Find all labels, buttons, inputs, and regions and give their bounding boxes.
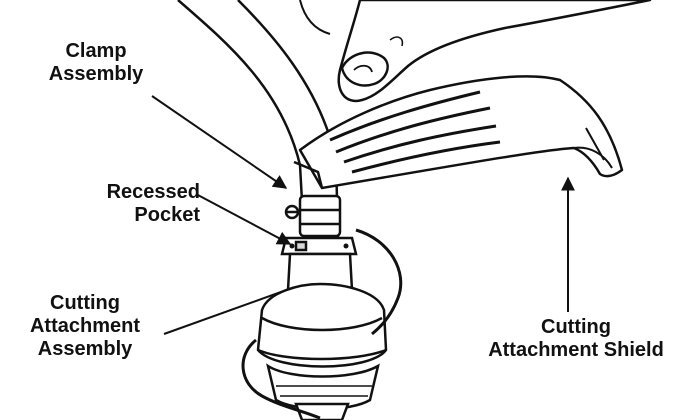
- label-line: Clamp: [65, 40, 127, 62]
- label-line: Assembly: [37, 338, 133, 360]
- label-line: Pocket: [134, 204, 200, 226]
- shield: [293, 75, 624, 190]
- clamp: [284, 194, 342, 238]
- label-clamp-assembly: Clamp Assembly: [26, 40, 166, 86]
- leader-recessed-pocket: [195, 193, 292, 245]
- cutting-head: [241, 228, 403, 420]
- leader-clamp-assembly: [151, 95, 288, 189]
- label-line: Cutting: [541, 316, 611, 338]
- hand: [299, 0, 652, 103]
- label-recessed-pocket: Recessed Pocket: [40, 181, 200, 227]
- label-cutting-attachment-assembly: Cutting Attachment Assembly: [10, 292, 160, 361]
- label-line: Assembly: [48, 63, 144, 85]
- label-line: Attachment: [29, 315, 140, 337]
- label-line: Attachment Shield: [488, 339, 664, 361]
- label-line: Recessed: [106, 181, 200, 203]
- leader-lines: [151, 95, 575, 335]
- leader-cutting-attachment-assembly: [163, 287, 293, 335]
- label-line: Cutting: [50, 292, 120, 314]
- label-cutting-attachment-shield: Cutting Attachment Shield: [474, 316, 678, 362]
